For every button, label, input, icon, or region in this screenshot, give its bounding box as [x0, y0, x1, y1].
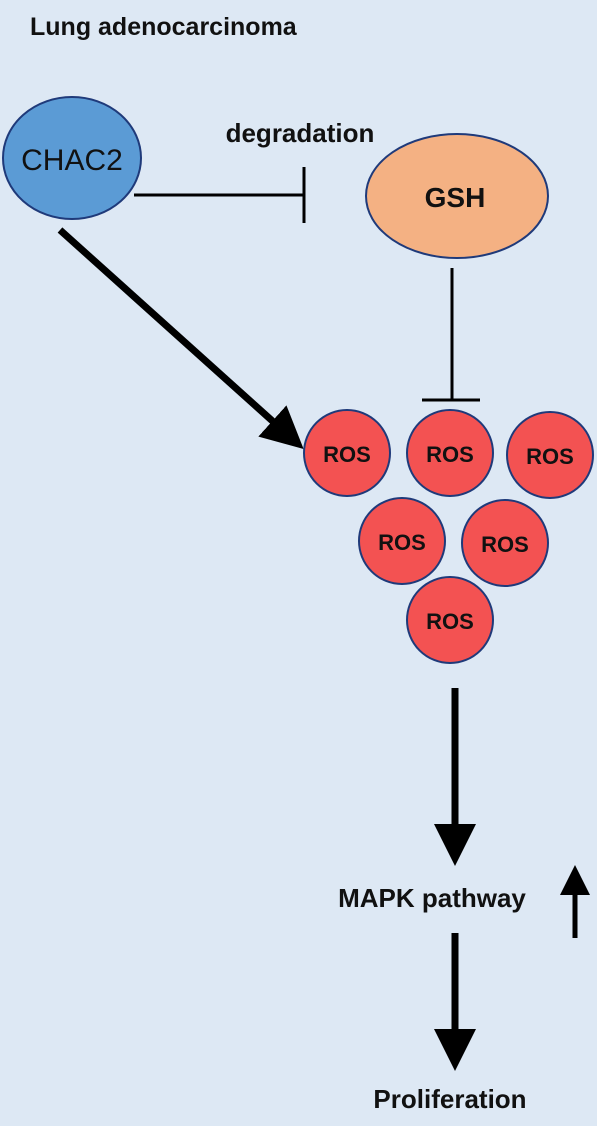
ros-label: ROS: [426, 442, 474, 467]
mapk-label: MAPK pathway: [338, 883, 526, 913]
proliferation-label: Proliferation: [373, 1084, 526, 1114]
ros-cluster: ROS ROS ROS ROS ROS ROS: [303, 409, 594, 664]
ros-label: ROS: [378, 530, 426, 555]
chac2-node: [2, 96, 142, 220]
inhibit-edge-chac2-gsh: [134, 167, 306, 223]
ros-node: ROS: [406, 409, 494, 497]
chac2-label: CHAC2: [21, 144, 123, 177]
ros-node: ROS: [406, 576, 494, 664]
ros-label: ROS: [323, 442, 371, 467]
activate-arrow-chac2-ros: [57, 227, 304, 450]
ros-node: ROS: [303, 409, 391, 497]
gsh-label: GSH: [425, 182, 486, 213]
gsh-node: [365, 133, 549, 259]
ros-label: ROS: [426, 609, 474, 634]
ros-label: ROS: [526, 444, 574, 469]
degradation-label: degradation: [226, 118, 375, 148]
ros-label: ROS: [481, 532, 529, 557]
diagram-title: Lung adenocarcinoma: [30, 13, 298, 41]
ros-node: ROS: [506, 411, 594, 499]
inhibit-edge-gsh-ros: [422, 268, 480, 402]
ros-node: ROS: [358, 497, 446, 585]
ros-node: ROS: [461, 499, 549, 587]
